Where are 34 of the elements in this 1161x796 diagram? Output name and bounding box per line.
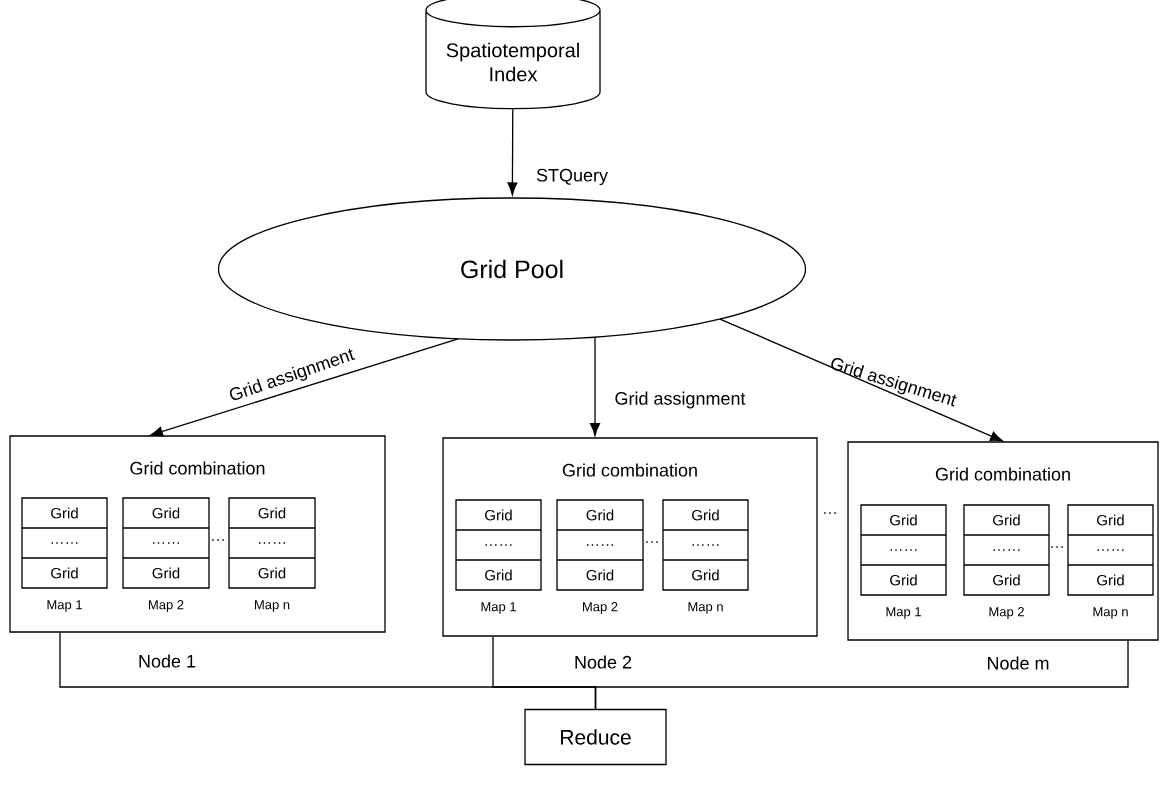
map-caption: Map n [688,602,723,614]
map-table: Grid …… Grid [860,504,947,596]
ellipsis-mark: … [1051,546,1063,548]
edge-label: STQuery [536,168,608,186]
arrow [507,108,518,196]
ellipsis-mark: … [212,539,224,541]
map-table: Grid …… Grid [1067,504,1154,596]
map-table: Grid …… Grid [21,497,108,589]
map-caption: Map n [255,600,290,612]
map-caption: Map 1 [886,607,921,619]
map-table: Grid …… Grid [662,499,749,591]
process-box: Reduce [524,708,667,766]
node-caption: Node m [987,656,1049,670]
map-table: Grid …… Grid [556,499,644,591]
map-caption: Map 2 [989,607,1024,619]
ellipsis-mark: … [824,512,836,514]
map-table: Grid …… Grid [122,497,210,589]
node-caption: Node 2 [575,655,632,669]
map-caption: Map 1 [47,600,82,612]
map-table: Grid …… Grid [963,504,1050,596]
map-caption: Map 2 [149,600,184,612]
map-table: Grid …… Grid [455,499,542,591]
connector-line [594,640,1129,710]
node-caption: Node 1 [139,654,196,668]
ellipsis-mark: … [646,541,658,543]
arrow [719,318,1004,442]
database-cylinder: Spatiotemporal Index [425,0,601,110]
edge-label: Grid assignment [615,391,746,409]
map-caption: Map 2 [583,602,618,614]
map-caption: Map n [1093,607,1128,619]
map-table: Grid …… Grid [228,497,316,589]
arrow [590,336,601,436]
map-caption: Map 1 [481,602,516,614]
arrow [149,338,459,437]
